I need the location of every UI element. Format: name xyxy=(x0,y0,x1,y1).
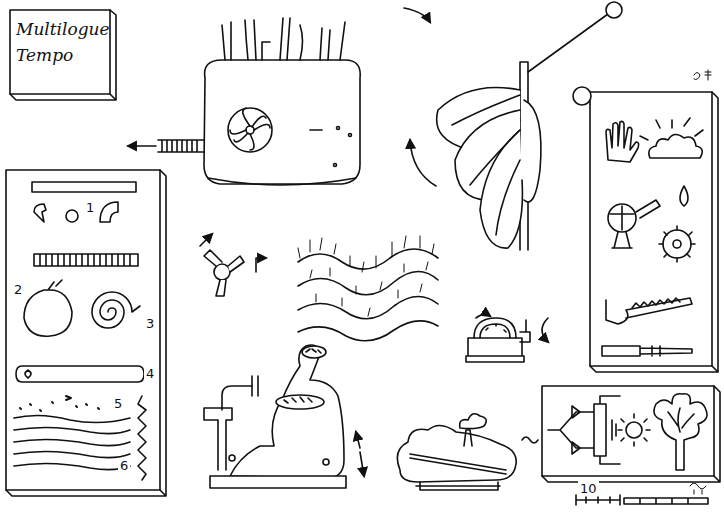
callout-number: 2 xyxy=(12,282,24,297)
title-text: Multilogue Tempo xyxy=(16,16,108,68)
callout-number: 6 xyxy=(118,458,130,473)
callout-number: 1 xyxy=(84,200,96,215)
callout-number: 3 xyxy=(144,316,156,331)
callout-number: 4 xyxy=(144,366,156,381)
callout-number: 10 xyxy=(578,481,599,496)
callout-number: 5 xyxy=(112,396,124,411)
